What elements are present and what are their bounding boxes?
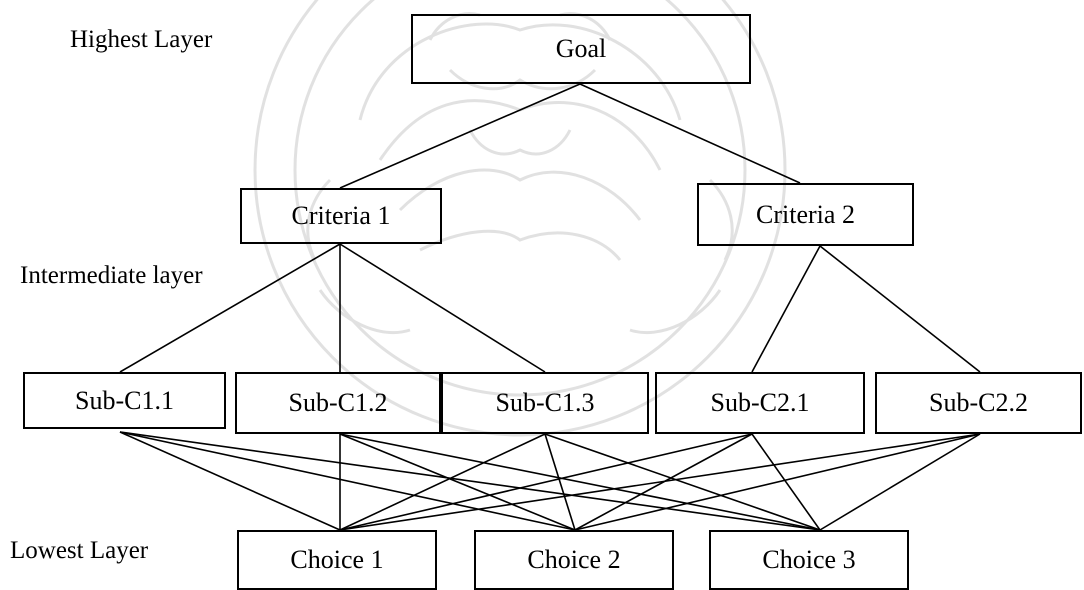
edge-sub_c1_3-to-choice_1 bbox=[339, 433, 546, 531]
choice-3-node: Choice 3 bbox=[709, 530, 909, 590]
sub-c1-1-node: Sub-C1.1 bbox=[23, 372, 226, 429]
edge-sub_c1_1-to-choice_1 bbox=[119, 431, 341, 531]
sub-c2-1-node: Sub-C2.1 bbox=[655, 372, 865, 434]
intermediate-layer-label: Intermediate layer bbox=[20, 262, 203, 289]
edge-criteria_2-to-sub_c2_2 bbox=[819, 245, 981, 373]
edge-sub_c2_1-to-choice_3 bbox=[751, 433, 821, 531]
edge-sub_c1_2-to-choice_2 bbox=[339, 433, 576, 531]
sub-c1-3-node: Sub-C1.3 bbox=[441, 372, 649, 434]
edge-sub_c2_2-to-choice_2 bbox=[574, 433, 981, 531]
goal-node: Goal bbox=[411, 14, 751, 84]
edge-criteria_2-to-sub_c2_1 bbox=[751, 245, 821, 373]
sub-c2-2-node: Sub-C2.2 bbox=[875, 372, 1082, 434]
choice-2-node: Choice 2 bbox=[474, 530, 674, 590]
edge-sub_c1_1-to-choice_3 bbox=[119, 431, 821, 531]
edge-criteria_1-to-sub_c1_1 bbox=[119, 243, 341, 373]
edge-sub_c1_1-to-choice_2 bbox=[119, 431, 576, 531]
highest-layer-label: Highest Layer bbox=[70, 26, 213, 53]
edge-sub_c2_1-to-choice_1 bbox=[339, 433, 753, 531]
criteria-2-node: Criteria 2 bbox=[697, 183, 914, 246]
edge-sub_c1_3-to-choice_2 bbox=[544, 433, 576, 531]
edge-goal-to-criteria_2 bbox=[579, 83, 801, 184]
edge-sub_c1_3-to-choice_3 bbox=[544, 433, 821, 531]
lowest-layer-label: Lowest Layer bbox=[10, 537, 149, 564]
edge-goal-to-criteria_1 bbox=[339, 83, 581, 189]
edge-sub_c2_2-to-choice_3 bbox=[819, 433, 981, 531]
edge-sub_c2_2-to-choice_1 bbox=[339, 433, 981, 531]
edge-sub_c1_2-to-choice_3 bbox=[339, 433, 821, 531]
edge-criteria_1-to-sub_c1_3 bbox=[339, 243, 546, 373]
criteria-1-node: Criteria 1 bbox=[240, 188, 442, 244]
sub-c1-2-node: Sub-C1.2 bbox=[235, 372, 441, 434]
choice-1-node: Choice 1 bbox=[237, 530, 437, 590]
